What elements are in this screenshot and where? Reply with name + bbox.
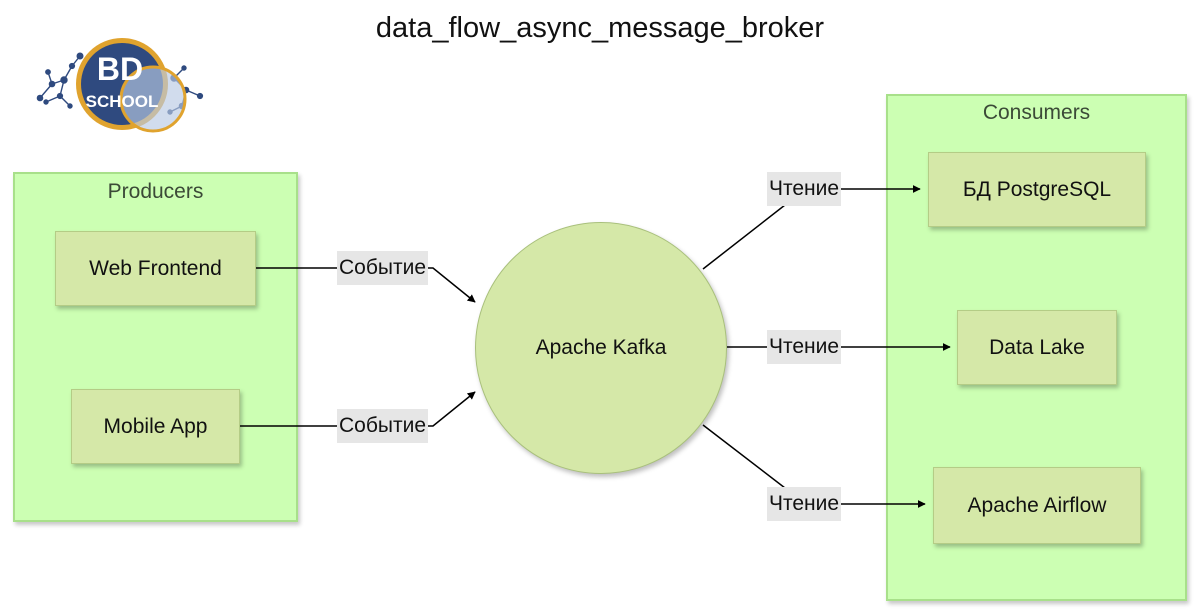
bd-school-logo: BD SCHOOL bbox=[36, 38, 204, 133]
node-mobile-app[interactable]: Mobile App bbox=[71, 389, 240, 464]
consumers-group-label: Consumers bbox=[982, 101, 1091, 124]
producers-group-label: Producers bbox=[107, 180, 204, 203]
edge-label-mobile-event: Событие bbox=[337, 409, 428, 443]
node-data-lake[interactable]: Data Lake bbox=[957, 310, 1117, 385]
edge-label-read-data-lake: Чтение bbox=[767, 330, 842, 364]
node-postgresql[interactable]: БД PostgreSQL bbox=[928, 152, 1146, 227]
edge-web-frontend-to-kafka[interactable] bbox=[256, 267, 476, 303]
logo-text-school: SCHOOL bbox=[86, 92, 159, 111]
node-apache-airflow[interactable]: Apache Airflow bbox=[933, 467, 1141, 544]
edge-mobile-app-to-kafka[interactable] bbox=[240, 391, 476, 427]
edge-label-read-airflow: Чтение bbox=[767, 487, 842, 521]
node-web-frontend[interactable]: Web Frontend bbox=[55, 231, 256, 306]
diagram-title: data_flow_async_message_broker bbox=[375, 12, 825, 44]
edge-label-web-event: Событие bbox=[337, 251, 428, 285]
logo-text-bd: BD bbox=[97, 51, 143, 87]
node-apache-kafka[interactable]: Apache Kafka bbox=[475, 222, 727, 474]
edge-label-read-postgresql: Чтение bbox=[767, 172, 842, 206]
